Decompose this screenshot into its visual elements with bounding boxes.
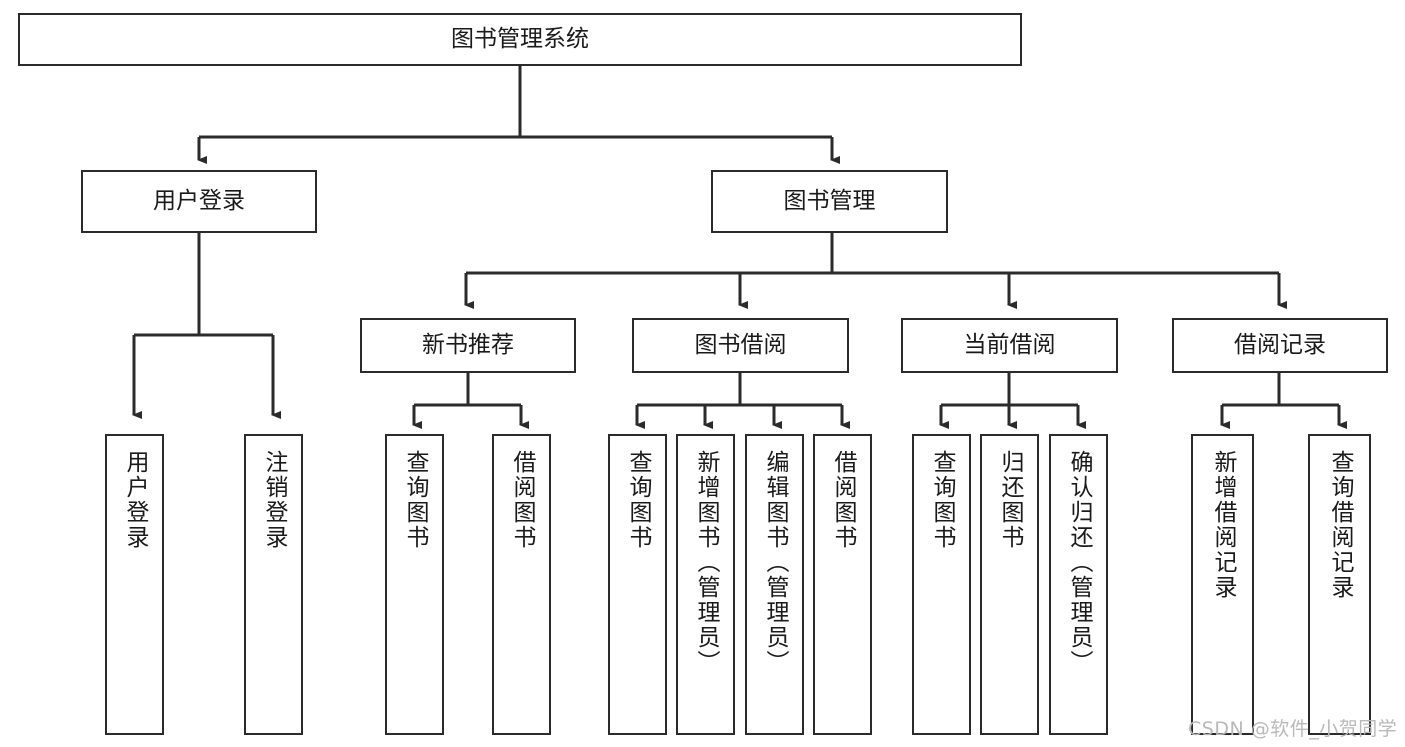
node-label: 归还图书 — [997, 450, 1023, 550]
node-label: 查询图书 — [402, 450, 428, 550]
watermark-text: CSDN @软件_小贺同学 — [1188, 718, 1398, 740]
node-label: 当前借阅 — [963, 331, 1056, 358]
leaf-user-login-login[interactable]: 用户登录 — [105, 434, 164, 735]
node-label: 新书推荐 — [422, 331, 514, 358]
leaf-current-borrow-return-book[interactable]: 归还图书 — [980, 434, 1039, 735]
node-book-borrow[interactable]: 图书借阅 — [632, 318, 849, 373]
leaf-book-borrow-edit-book-admin[interactable]: 编辑图书（管理员） — [745, 434, 804, 735]
leaf-borrow-record-add-record[interactable]: 新增借阅记录 — [1191, 434, 1254, 735]
leaf-user-login-logout[interactable]: 注销登录 — [244, 434, 303, 735]
node-borrow-record[interactable]: 借阅记录 — [1172, 318, 1388, 373]
node-label: 图书借阅 — [694, 331, 787, 358]
node-book-management[interactable]: 图书管理 — [711, 170, 948, 233]
node-root-library-system[interactable]: 图书管理系统 — [18, 13, 1022, 66]
node-label: 借阅图书 — [830, 450, 856, 550]
leaf-new-book-query-book[interactable]: 查询图书 — [385, 434, 444, 735]
node-label: 确认归还（管理员） — [1066, 450, 1092, 675]
node-label: 用户登录 — [122, 450, 148, 550]
node-label: 借阅图书 — [509, 450, 535, 550]
leaf-borrow-record-query-record[interactable]: 查询借阅记录 — [1308, 434, 1371, 735]
node-label: 图书管理系统 — [451, 25, 589, 52]
leaf-book-borrow-borrow-book[interactable]: 借阅图书 — [813, 434, 872, 735]
node-new-book-recommend[interactable]: 新书推荐 — [360, 318, 576, 373]
leaf-current-borrow-query-book[interactable]: 查询图书 — [912, 434, 971, 735]
node-label: 新增图书（管理员） — [693, 450, 719, 675]
node-label: 新增借阅记录 — [1210, 450, 1236, 600]
node-label: 查询借阅记录 — [1327, 450, 1353, 600]
node-label: 借阅记录 — [1234, 331, 1326, 358]
node-label: 查询图书 — [929, 450, 955, 550]
node-label: 查询图书 — [625, 450, 651, 550]
node-current-borrow[interactable]: 当前借阅 — [901, 318, 1118, 373]
node-label: 编辑图书（管理员） — [762, 450, 788, 675]
leaf-book-borrow-query-book[interactable]: 查询图书 — [608, 434, 667, 735]
leaf-book-borrow-add-book-admin[interactable]: 新增图书（管理员） — [676, 434, 735, 735]
leaf-new-book-borrow-book[interactable]: 借阅图书 — [492, 434, 551, 735]
node-label: 注销登录 — [261, 450, 287, 550]
node-user-login[interactable]: 用户登录 — [81, 170, 317, 233]
node-label: 图书管理 — [783, 187, 876, 214]
leaf-current-borrow-confirm-return-admin[interactable]: 确认归还（管理员） — [1049, 434, 1108, 735]
node-label: 用户登录 — [153, 187, 245, 214]
